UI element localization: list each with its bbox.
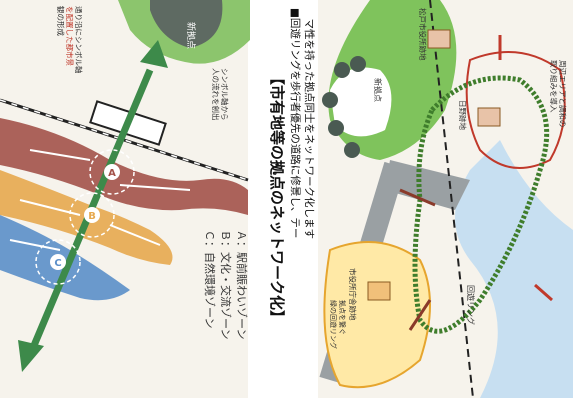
tree-1: [334, 62, 350, 78]
surrounding-area: [465, 51, 566, 169]
connector-arrow-1: [399, 188, 436, 207]
tree-3: [322, 92, 338, 108]
legend-c: Ｃ：自然環境ゾーン: [203, 230, 217, 328]
railway-dash: [0, 99, 249, 181]
tree-5: [344, 142, 360, 158]
subtitle-line-2: マ性を持った拠点同士をネットワーク化します: [303, 8, 316, 239]
note-mid-2: 人の流れを創出: [211, 68, 221, 121]
note-left-1: 拠点を繋ぐ: [338, 300, 347, 335]
ring-label: 回遊リング: [466, 285, 476, 325]
matsudo-building: [427, 29, 451, 49]
heading-title: 【市有地等の拠点のネットワーク化】: [268, 70, 286, 325]
legend-b: Ｂ：文化・交流ゾーン: [219, 230, 233, 339]
connector-arrow-4: [534, 283, 553, 302]
right-map: 新拠点 市役所庁舎跡地 松戸市役所跡地 日野跡地 周辺エリアと調和の 取り組みを…: [318, 0, 573, 398]
new-hub-label: 新拠点: [185, 22, 197, 49]
note-top-1: 通り沿にシンボル軸: [74, 6, 84, 74]
nisshin-label: 日野跡地: [458, 100, 468, 130]
new-hub-building: [150, 0, 223, 48]
right-new-hub-plaza: [330, 67, 392, 137]
subtitle-line-1: ■回遊リングを歩行者優先の道路に修景し、テー: [289, 8, 302, 238]
connector-arrow-2: [408, 299, 432, 331]
flow-arrow-1: [29, 149, 91, 161]
symbol-axis-arrowhead-bottom: [18, 340, 44, 372]
tree-4: [328, 120, 344, 136]
marker-c: C: [35, 239, 81, 285]
matsudo-label: 松戸市役所跡地: [418, 8, 428, 61]
marker-b-label: B: [88, 211, 96, 222]
right-railway: [429, 0, 474, 398]
marker-c-label: C: [54, 258, 61, 269]
nisshin-building: [477, 107, 501, 127]
legend-a: Ａ：駅前賑わいゾーン: [235, 230, 249, 339]
flow-arrow-2: [119, 184, 191, 191]
note-right-2: 取り組みを導入: [549, 60, 559, 113]
marker-a-label: A: [108, 168, 116, 179]
left-map: 新拠点 A B C: [0, 0, 250, 398]
city-hall-area: [323, 241, 431, 389]
note-top-3: 観の形成: [56, 6, 66, 36]
flow-arrow-5: [9, 239, 61, 251]
heading-block: 【市有地等の拠点のネットワーク化】 ■回遊リングを歩行者優先の道路に修景し、テー…: [268, 8, 316, 325]
note-right-1: 周辺エリアと調和の: [558, 60, 568, 127]
note-left-2: 緑の回遊リング: [329, 300, 338, 349]
flow-arrow-4: [109, 224, 161, 246]
marker-a: A: [89, 149, 135, 195]
green-ring: [412, 75, 550, 334]
road-segment: [385, 160, 470, 210]
note-top-2: を配置した都市景: [65, 6, 75, 66]
river-area: [455, 140, 573, 398]
zone-c-area: [0, 215, 130, 301]
symbol-axis-arrowhead-top: [140, 40, 168, 68]
marker-b: B: [69, 192, 115, 238]
zone-a-area: [0, 118, 248, 215]
tree-2: [350, 56, 366, 72]
note-mid-1: シンボル軸から: [220, 68, 230, 121]
right-new-hub-label: 新拠点: [373, 78, 383, 102]
city-hall-label: 市役所庁舎跡地: [348, 268, 358, 321]
city-hall-building: [367, 281, 391, 301]
